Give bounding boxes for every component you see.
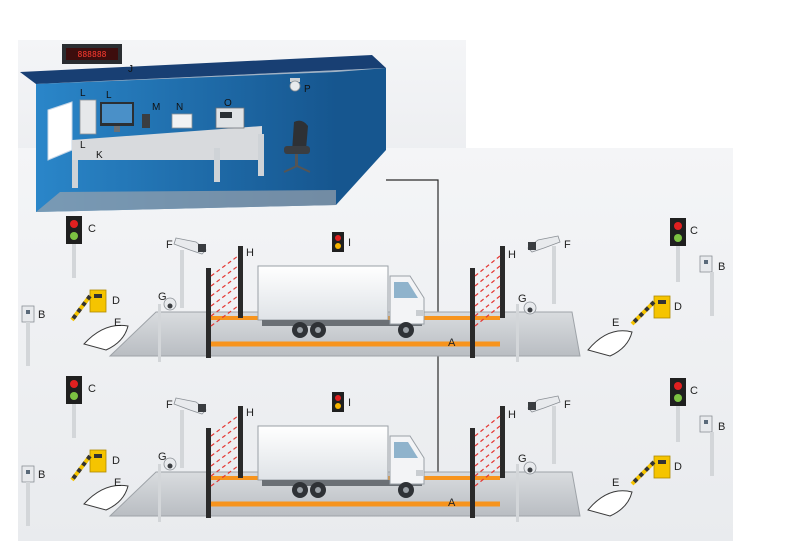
label-f-left: F xyxy=(166,399,173,411)
room-window xyxy=(47,101,73,161)
barrier-gate-left xyxy=(70,289,107,322)
card-reader-right xyxy=(699,255,714,316)
led-display-board: 888888 xyxy=(62,44,122,64)
traffic-light-center xyxy=(332,392,344,412)
card-reader-right xyxy=(699,415,714,476)
label-c-left: C xyxy=(88,223,96,235)
traffic-light-right xyxy=(670,218,686,282)
label-c-left: C xyxy=(88,383,96,395)
dome-camera-right xyxy=(516,461,537,522)
label-b-right: B xyxy=(718,261,725,273)
label-e-left: E xyxy=(114,477,121,489)
label-h-right: H xyxy=(508,249,516,261)
truck xyxy=(257,265,425,338)
label-c-right: C xyxy=(690,385,698,397)
traffic-light-left xyxy=(66,376,82,438)
bullet-camera-right xyxy=(527,235,561,304)
label-a: A xyxy=(448,337,456,349)
display-board-text: 888888 xyxy=(78,50,107,59)
label-b-left: B xyxy=(38,309,45,321)
bullet-camera-left xyxy=(173,237,207,308)
label-g-right: G xyxy=(518,453,527,465)
label-k: K xyxy=(96,150,103,161)
barrier-gate-right xyxy=(630,455,671,486)
ground-loop-left xyxy=(83,324,129,351)
traffic-light-center xyxy=(332,232,344,252)
barrier-gate-right xyxy=(630,295,671,326)
card-reader-left xyxy=(21,465,35,526)
label-i: I xyxy=(348,397,351,409)
computer-tower xyxy=(79,99,97,135)
label-f-right: F xyxy=(564,239,571,251)
label-d-right: D xyxy=(674,301,682,313)
card-reader-left xyxy=(21,305,35,366)
dome-camera-right xyxy=(516,301,537,362)
label-f-left: F xyxy=(166,239,173,251)
label-c-right: C xyxy=(690,225,698,237)
label-m: M xyxy=(152,102,160,113)
bullet-camera-left xyxy=(173,397,207,468)
label-n: N xyxy=(176,102,183,113)
label-g-right: G xyxy=(518,293,527,305)
label-h-left: H xyxy=(246,407,254,419)
label-g-left: G xyxy=(158,451,167,463)
label-j: J xyxy=(128,64,133,75)
label-h-right: H xyxy=(508,409,516,421)
dome-camera-left xyxy=(158,297,177,362)
control-room: 888888 J L L M N O P L K xyxy=(20,44,386,212)
room-side-wall xyxy=(336,68,386,205)
traffic-light-right xyxy=(670,378,686,442)
traffic-light-left xyxy=(66,216,82,278)
printer xyxy=(171,113,193,129)
label-d-left: D xyxy=(112,455,120,467)
truck-cargo-box xyxy=(257,265,389,321)
network-cable-upper xyxy=(386,179,439,346)
dome-camera-left xyxy=(158,457,177,522)
office-chair xyxy=(283,120,311,173)
label-g-left: G xyxy=(158,291,167,303)
label-i: I xyxy=(348,237,351,249)
ground-loop-right xyxy=(587,330,633,357)
light-curtain-right xyxy=(470,406,505,518)
label-e-right: E xyxy=(612,317,619,329)
weighbridge-lane: C C B B D D E E F F G G H H I A xyxy=(21,216,725,366)
label-a: A xyxy=(448,497,456,509)
label-e-left: E xyxy=(114,317,121,329)
label-l-computer: L xyxy=(80,88,86,99)
light-curtain-left xyxy=(206,246,243,358)
label-o: O xyxy=(224,98,232,109)
speaker xyxy=(142,114,150,128)
barrier-gate-left xyxy=(70,449,107,482)
light-curtain-left xyxy=(206,406,243,518)
room-roof xyxy=(20,55,386,84)
light-curtain-right xyxy=(470,246,505,358)
label-f-right: F xyxy=(564,399,571,411)
room-floor xyxy=(36,190,336,212)
truck-cargo-box xyxy=(257,425,389,481)
label-p: P xyxy=(304,84,311,95)
bullet-camera-right xyxy=(527,395,561,464)
weighbridge-lane-2: C C B B D D E E F F G G H H I A xyxy=(21,376,725,526)
label-l-monitor: L xyxy=(106,90,112,101)
label-h-left: H xyxy=(246,247,254,259)
ground-loop-left xyxy=(83,484,129,511)
label-l-window: L xyxy=(80,140,86,151)
ground-loop-right xyxy=(587,490,633,517)
label-e-right: E xyxy=(612,477,619,489)
label-b-left: B xyxy=(38,469,45,481)
label-b-right: B xyxy=(718,421,725,433)
label-d-right: D xyxy=(674,461,682,473)
truck xyxy=(257,425,425,498)
dome-camera-room xyxy=(289,78,301,92)
label-d-left: D xyxy=(112,295,120,307)
